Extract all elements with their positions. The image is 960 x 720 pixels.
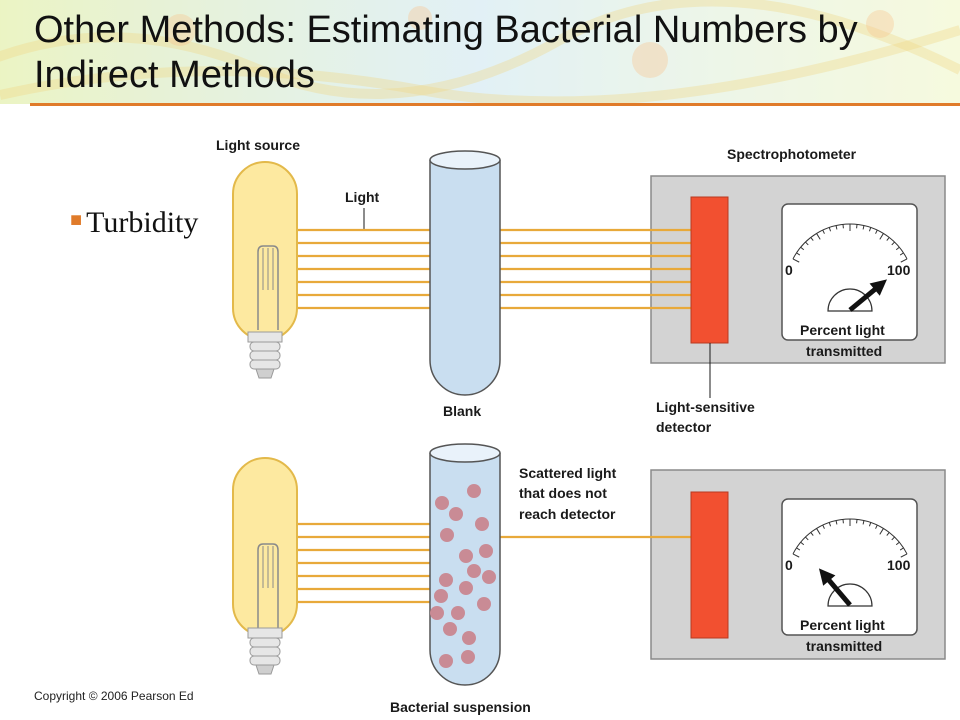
light-bulb-top [232,161,298,379]
blank-label: Blank [443,403,481,419]
meter-tick [868,522,872,527]
meter-tick [828,522,832,527]
slide-title: Other Methods: Estimating Bacterial Numb… [34,9,858,96]
meter-needle-arrowhead [869,279,887,296]
meter-bottom-caption-line2: transmitted [806,638,882,654]
light-source-label: Light source [216,137,300,153]
meter-tick [810,237,814,241]
bullet-text: Turbidity [86,206,199,239]
meter-tick [796,547,801,551]
meter-tick [816,528,821,535]
meter-tick [900,258,908,263]
meter-tick [891,536,895,541]
meter-tick [868,227,872,232]
meter-tick [810,532,814,536]
detector-label-line1: Light-sensitive [656,399,755,415]
blank-tube [429,150,501,396]
meter-needle-arrowhead [818,568,836,586]
meter-tick [835,225,838,230]
meter-tick [899,252,904,256]
meter-tick [886,237,890,241]
meter-tick [886,532,890,536]
detector-top [690,196,729,344]
meter-bottom-scale [792,518,908,558]
meter-tick [805,241,809,246]
bullet-item-turbidity: ■Turbidity [70,206,198,240]
meter-top-scale [792,223,908,263]
meter-bottom-max: 100 [887,557,911,573]
title-banner-background [0,0,960,104]
meter-top-needle [827,279,887,312]
light-bulb-bottom [232,457,298,675]
scattered-label-line1: Scattered light [519,465,617,481]
light-label: Light [345,189,380,205]
meter-tick [792,258,800,263]
detector-bottom [690,491,729,639]
spectrophotometer-label: Spectrophotometer [727,146,857,162]
meter-bottom-caption-line1: Percent light [800,617,885,633]
meter-tick [875,524,878,529]
meter-bottom-face [781,498,918,636]
meter-tick [895,246,900,251]
meter-top-min: 0 [785,262,793,278]
meter-tick [891,241,895,246]
meter-bottom-min: 0 [785,557,793,573]
meter-top-face [781,203,918,341]
meter-bottom-needle [818,568,873,607]
title-divider [30,103,960,106]
meter-tick [899,547,904,551]
light-beams-bottom [296,509,706,615]
meter-top-caption-line1: Percent light [800,322,885,338]
meter-tick [792,553,800,558]
bacteria-cells [430,484,496,668]
meter-tick [800,541,805,546]
meter-tick [900,553,908,558]
meter-tick [862,520,865,525]
square-bullet-icon: ■ [70,209,83,231]
meter-tick [862,225,865,230]
meter-tick [879,233,884,240]
meter-tick [822,229,825,234]
meter-hub [827,288,873,312]
meter-top-max: 100 [887,262,911,278]
meter-tick [835,520,838,525]
scattered-label-line2: that does not [519,485,607,501]
detector-label-line2: detector [656,419,712,435]
suspension-tube [429,443,501,686]
meter-tick [816,233,821,240]
meter-tick [875,229,878,234]
meter-tick [828,227,832,232]
meter-top-caption-line2: transmitted [806,343,882,359]
meter-tick [879,528,884,535]
suspension-label: Bacterial suspension [390,699,531,715]
scattered-label-line3: reach detector [519,506,616,522]
meter-tick [895,541,900,546]
light-beams-top [296,228,706,310]
meter-tick [796,252,801,256]
meter-tick [805,536,809,541]
meter-tick [822,524,825,529]
copyright-notice: Copyright © 2006 Pearson Ed [34,689,194,703]
meter-tick [800,246,805,251]
